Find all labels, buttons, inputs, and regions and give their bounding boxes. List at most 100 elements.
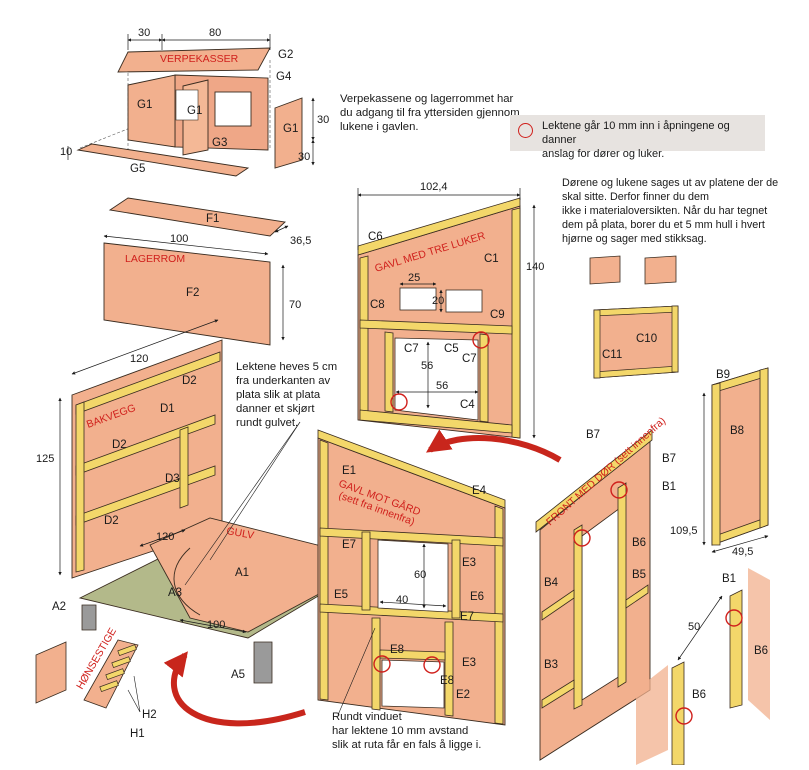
batten-b4 [541, 589, 575, 621]
code-g3: G3 [212, 137, 227, 149]
code-g1-left: G1 [137, 99, 152, 111]
dim-140: 140 [526, 261, 544, 273]
dim-102-4: 102,4 [420, 181, 448, 193]
part-g5-strip [76, 143, 250, 177]
dim-100-storage: 100 [170, 233, 188, 245]
note-lekter: Lektene heves 5 cm fra underkanten av pl… [236, 361, 338, 429]
batten-e7-left [361, 531, 371, 611]
dim-109-5: 109,5 [670, 525, 698, 537]
batten-e3 [451, 539, 461, 619]
code-g5: G5 [130, 163, 145, 175]
batten-c5 [359, 319, 513, 335]
code-c1: C1 [484, 253, 499, 265]
code-b6-detail-upper: B6 [754, 645, 768, 657]
code-d2-mid: D2 [112, 439, 127, 451]
code-e7-left: E7 [342, 539, 356, 551]
part-f1-shelf [108, 197, 286, 237]
code-h2: H2 [142, 709, 157, 721]
code-e3-low: E3 [462, 657, 476, 669]
gable-yard-group: GAVL MOT GÅRD (sett fra innenfra) 60 40 … [317, 429, 506, 726]
code-a5: A5 [231, 669, 245, 681]
ladder-group: HØNSESTIGE H2 H1 [35, 626, 157, 740]
note-doors: Dørene og lukene sages ut av platene der… [562, 177, 779, 245]
batten-e1 [319, 439, 329, 701]
dim-25: 25 [408, 272, 420, 284]
detail-wall-upper [748, 568, 770, 720]
code-b7-right: B7 [662, 453, 676, 465]
code-b3: B3 [544, 659, 558, 671]
note-verpekasse: Verpekassene og lagerrommet har du adgan… [340, 93, 520, 133]
batten-e8-left [371, 617, 381, 711]
code-e2: E2 [456, 689, 470, 701]
code-e4: E4 [472, 485, 487, 497]
code-b4: B4 [544, 577, 559, 589]
batten-b3 [541, 679, 575, 709]
hatch-small-1 [589, 255, 621, 285]
dim-56-vertical: 56 [421, 360, 433, 372]
foot-a2-left [81, 604, 97, 631]
part-g1-right [274, 97, 303, 169]
legend-box: Lektene går 10 mm inn i åpningene og dan… [510, 115, 765, 160]
red-circle-icon [518, 123, 533, 138]
hatches-group: C10 C11 [589, 255, 679, 379]
code-a3: A3 [168, 587, 182, 599]
dim-30-bottom: 30 [298, 151, 310, 163]
dim-80: 80 [209, 27, 221, 39]
batten-b6 [573, 524, 583, 710]
code-b5: B5 [632, 569, 646, 581]
code-e3: E3 [462, 557, 476, 569]
code-b7-left: B7 [586, 429, 600, 441]
code-g1-right: G1 [283, 123, 298, 135]
code-g2: G2 [278, 49, 293, 61]
code-d2-top: D2 [182, 375, 197, 387]
code-b6-detail-lower: B6 [692, 689, 706, 701]
code-c5: C5 [444, 343, 459, 355]
dim-36-5: 36,5 [290, 235, 311, 247]
code-c11: C11 [602, 349, 622, 361]
batten-c4 [359, 409, 513, 434]
door-group: B9 B8 109,5 49,5 [670, 367, 769, 558]
gable-hatches-group: GAVL MED TRE LUKER 102,4 140 25 20 56 56… [357, 181, 544, 439]
nesting-boxes-group: VERPEKASSER 30 80 30 30 10 G2 G4 G1 G1 G… [60, 27, 329, 177]
dim-70: 70 [289, 299, 301, 311]
batten-c7-left [384, 331, 394, 413]
batten-b1 [617, 482, 627, 688]
batten-c6 [357, 197, 521, 256]
dim-120-floor: 120 [156, 531, 174, 543]
dim-100-floor: 100 [207, 619, 225, 631]
code-e7-right: E7 [460, 611, 474, 623]
code-c7-left: C7 [404, 343, 419, 355]
batten-c8 [359, 255, 369, 421]
code-a2: A2 [52, 601, 66, 613]
code-b8: B8 [730, 425, 744, 437]
dim-40: 40 [396, 594, 408, 606]
dim-30-top: 30 [138, 27, 150, 39]
code-d3: D3 [165, 473, 180, 485]
code-b1-detail: B1 [722, 573, 736, 585]
batten-c1 [511, 207, 521, 439]
code-f2: F2 [186, 287, 199, 299]
dim-20: 20 [432, 295, 444, 307]
ladder-board-small [35, 641, 67, 704]
note-vindu: Rundt vinduet har lektene 10 mm avstand … [332, 711, 482, 751]
code-e6: E6 [470, 591, 484, 603]
label-lagerrom: LAGERROM [125, 253, 185, 265]
code-c6: C6 [368, 231, 383, 243]
part-g2-top [117, 47, 271, 73]
dim-56-horizontal: 56 [436, 380, 448, 392]
dim-125: 125 [36, 453, 54, 465]
code-g1-middle: G1 [187, 105, 202, 117]
corner-detail-group: B1 B6 B6 50 [636, 568, 770, 766]
dim-60: 60 [414, 569, 426, 581]
code-e8-right: E8 [440, 675, 454, 687]
storage-group: LAGERROM F1 F2 100 36,5 70 [103, 197, 311, 346]
batten-e8-right [444, 621, 454, 717]
code-h1: H1 [130, 728, 145, 740]
label-verpekasser: VERPEKASSER [160, 53, 239, 65]
hatch-small-2 [644, 255, 677, 285]
code-c10: C10 [636, 333, 657, 345]
dim-30-right: 30 [317, 114, 329, 126]
code-b9: B9 [716, 369, 730, 381]
